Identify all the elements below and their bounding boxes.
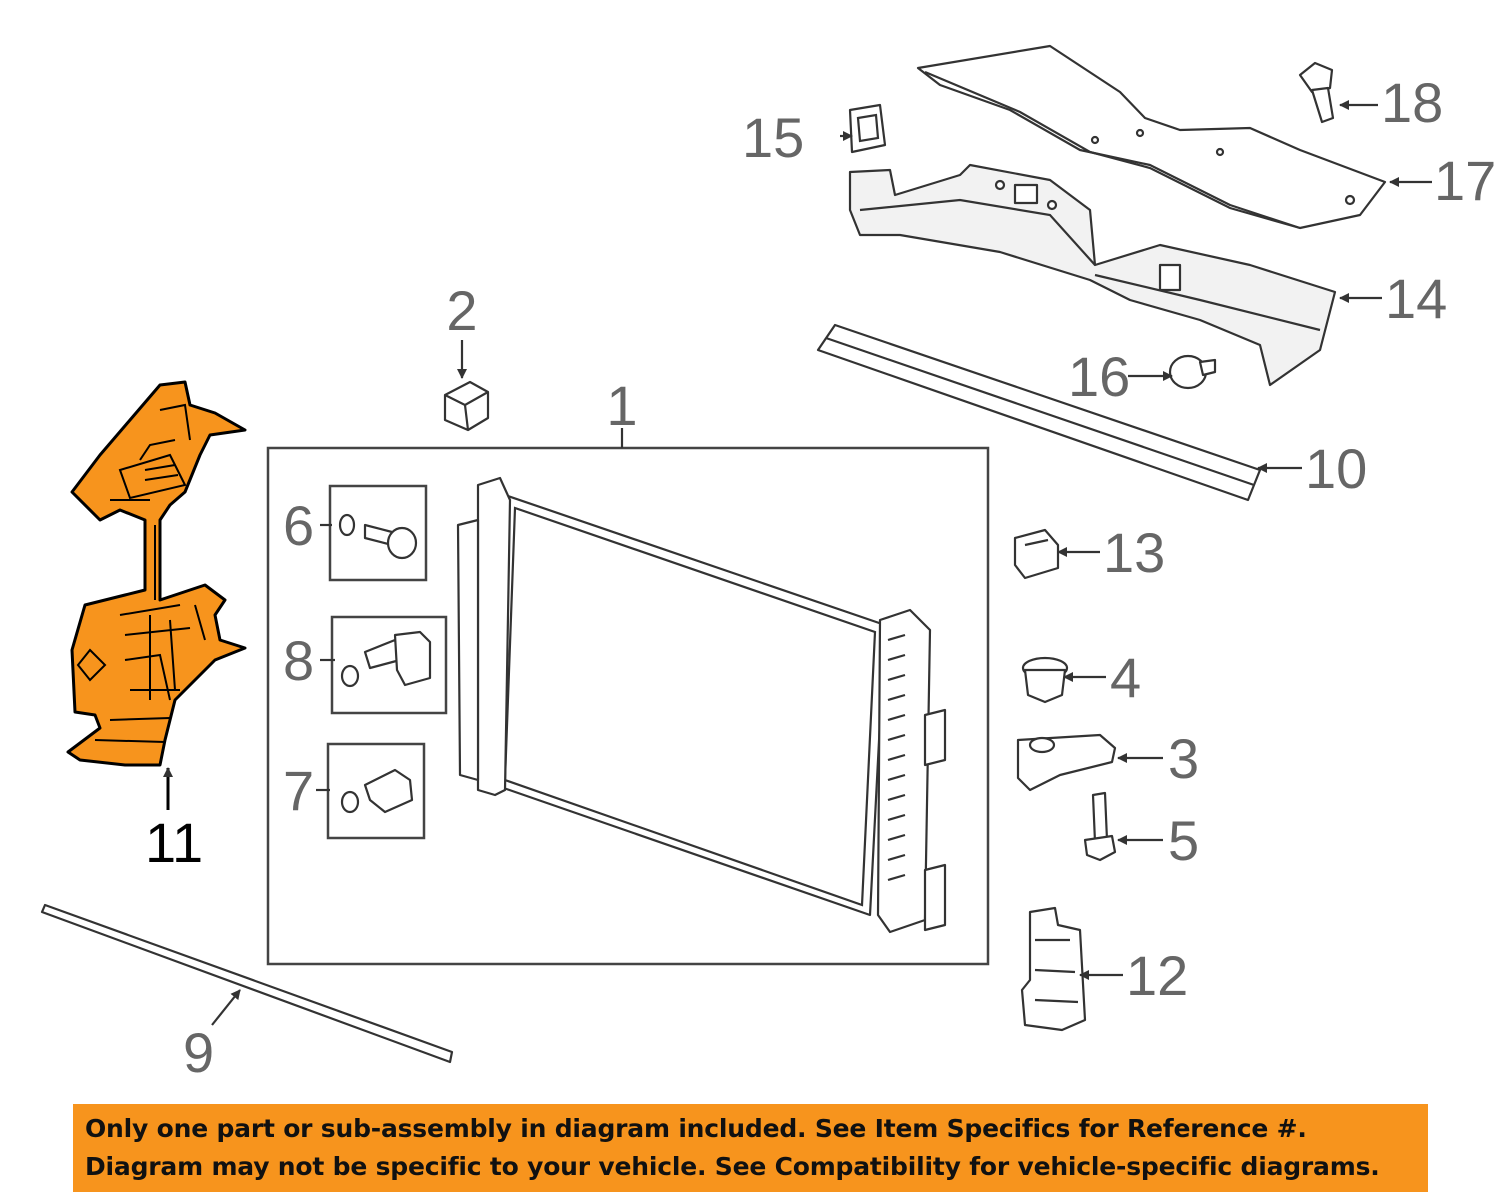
part-14-upper-support xyxy=(848,163,1337,387)
part-6-bolt-washer xyxy=(338,513,418,560)
part-3-bracket xyxy=(1016,733,1117,792)
callout-12: 12 xyxy=(1126,944,1188,1007)
callout-18: 18 xyxy=(1381,71,1443,134)
part-6-frame xyxy=(328,484,428,582)
callout-17: 17 xyxy=(1434,149,1496,212)
part-17-upper-cover xyxy=(916,44,1387,230)
callout-15: 15 xyxy=(742,106,804,169)
parts-diagram: 1 2 3 4 5 6 7 8 9 10 11 12 13 14 15 16 1… xyxy=(40,44,1496,1084)
callout-4: 4 xyxy=(1110,646,1141,709)
part-8-frame xyxy=(330,615,448,715)
disclaimer-line-1: Only one part or sub-assembly in diagram… xyxy=(85,1114,1307,1143)
part-7-fitting xyxy=(340,768,414,814)
callout-13: 13 xyxy=(1103,521,1165,584)
part-4-grommet xyxy=(1021,656,1069,704)
part-8-fitting xyxy=(340,630,432,688)
callout-10: 10 xyxy=(1305,437,1367,500)
part-2-cap xyxy=(443,380,490,432)
callout-14: 14 xyxy=(1385,267,1447,330)
callout-2: 2 xyxy=(446,279,477,342)
part-10-seal-strip xyxy=(816,323,1262,502)
callout-16: 16 xyxy=(1068,345,1130,408)
callout-5: 5 xyxy=(1168,809,1199,872)
callout-leaders xyxy=(163,100,1432,1026)
callout-8: 8 xyxy=(283,629,314,692)
part-13-clip xyxy=(1013,528,1060,580)
callout-1: 1 xyxy=(606,374,637,437)
part-1-radiator xyxy=(456,476,947,934)
disclaimer-banner: Only one part or sub-assembly in diagram… xyxy=(73,1104,1428,1192)
part-5-bolt xyxy=(1083,791,1117,862)
part-9-lower-seal xyxy=(40,903,454,1064)
radiator-assembly-frame xyxy=(266,446,990,966)
callout-7: 7 xyxy=(283,759,314,822)
callout-9: 9 xyxy=(183,1021,214,1084)
part-11-air-deflector-highlighted xyxy=(66,380,247,767)
part-15-clip xyxy=(848,103,887,154)
part-16-pin xyxy=(1168,354,1217,390)
callout-3: 3 xyxy=(1168,727,1199,790)
part-12-side-bracket xyxy=(1020,906,1087,1032)
part-18-bolt xyxy=(1298,61,1335,124)
disclaimer-line-2: Diagram may not be specific to your vehi… xyxy=(85,1152,1380,1181)
callout-11: 11 xyxy=(145,811,203,874)
callout-6: 6 xyxy=(283,494,314,557)
